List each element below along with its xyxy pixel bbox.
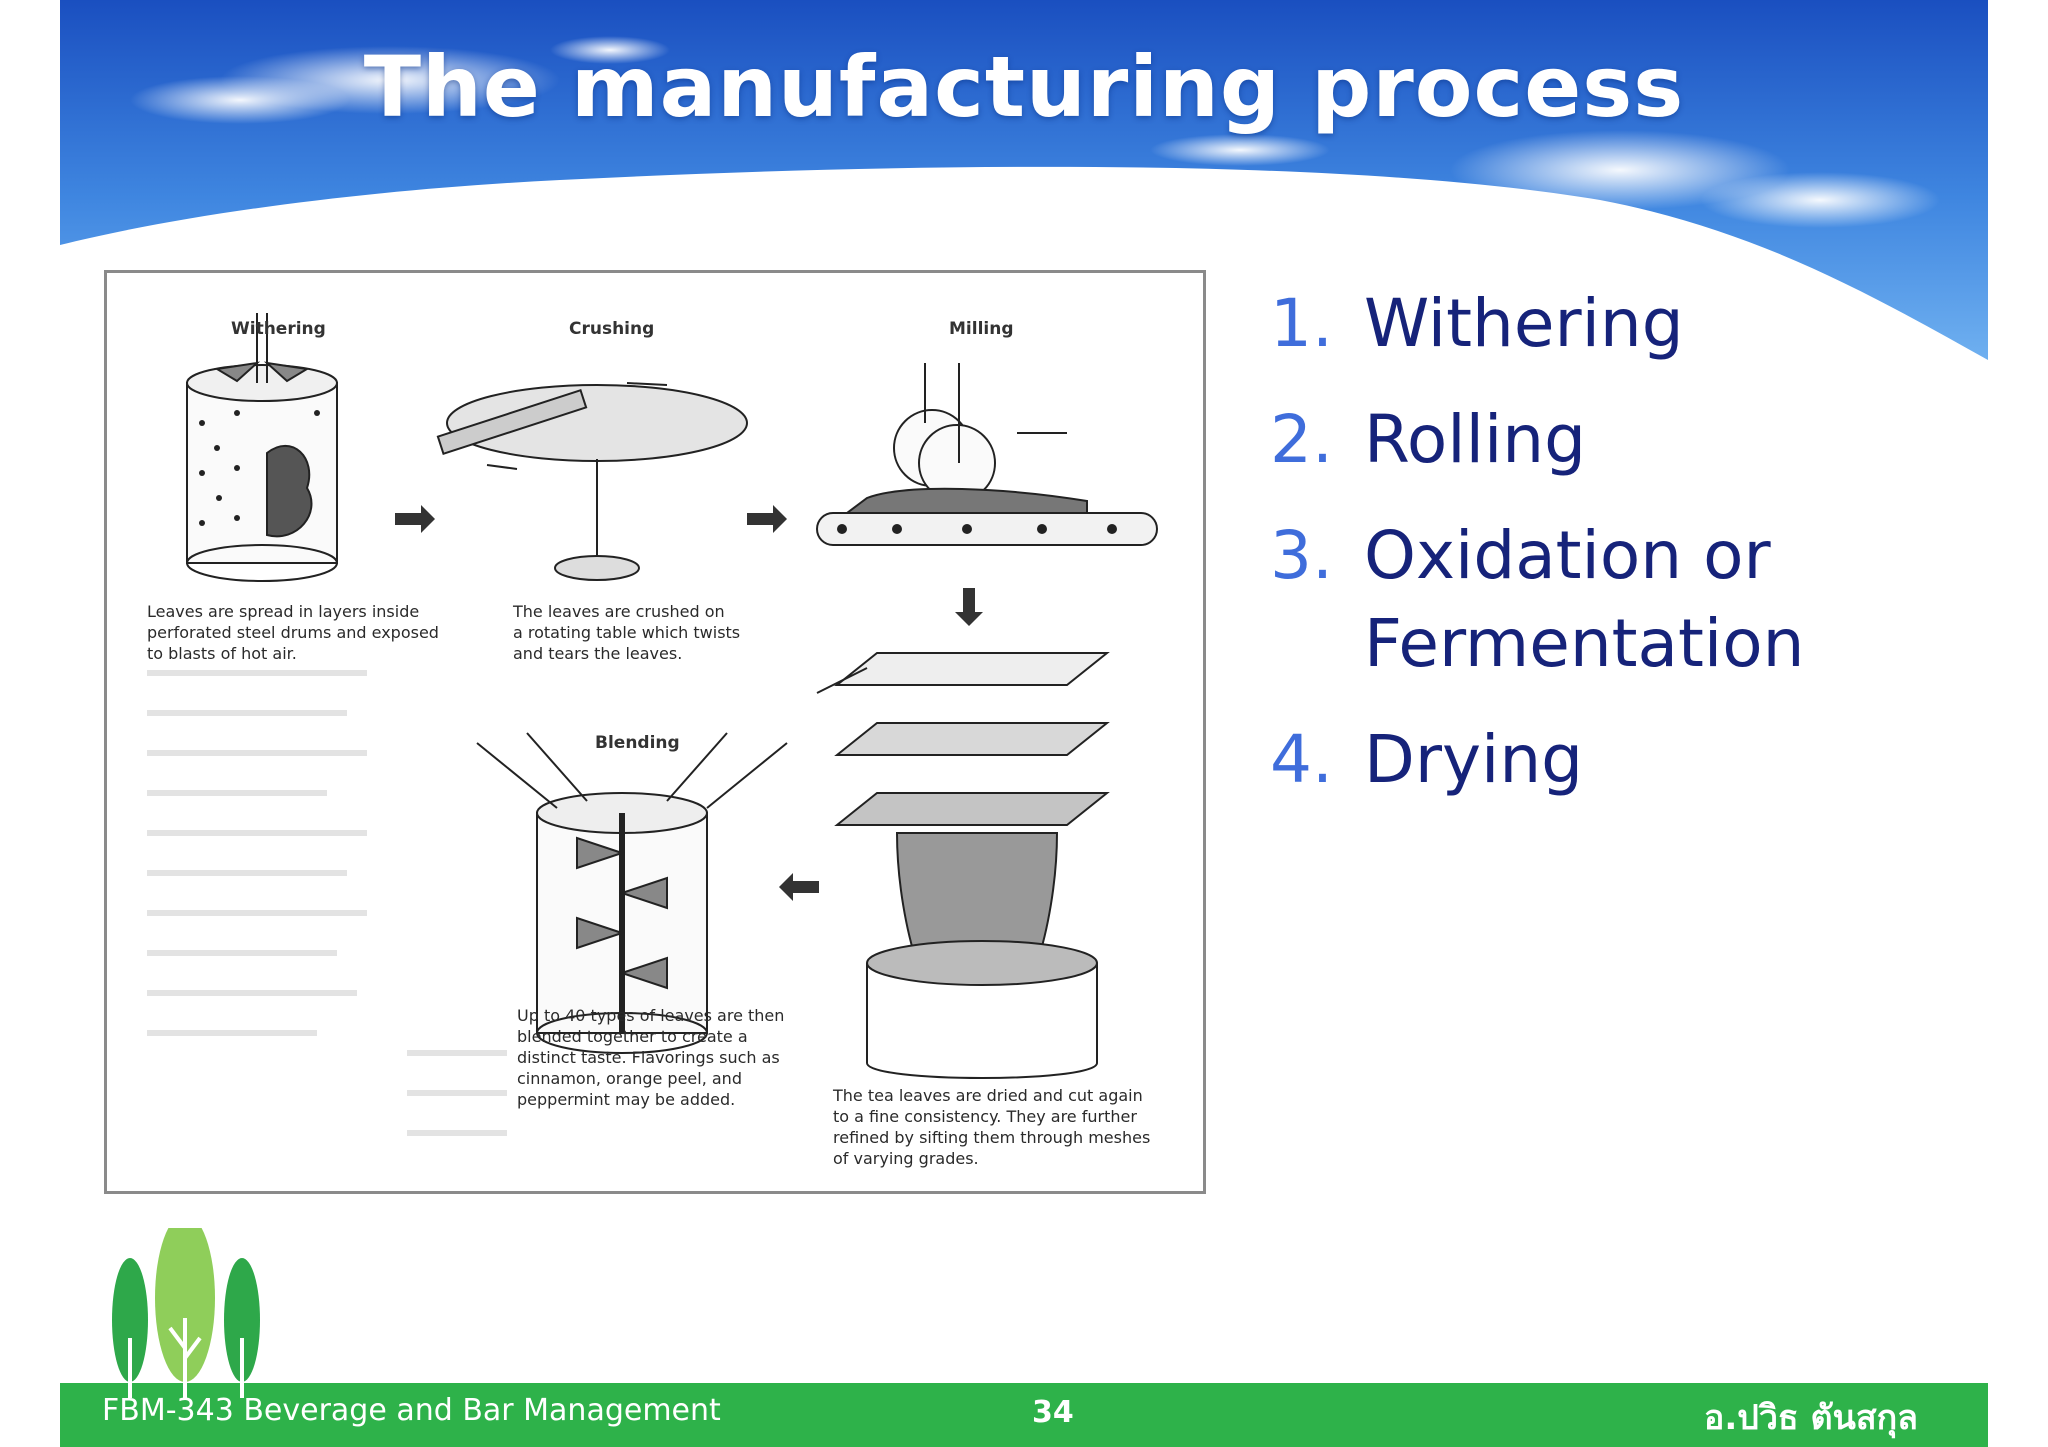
crushing-caption: The leaves are crushed on a rotating tab…: [513, 602, 741, 663]
process-arrows: [395, 505, 983, 901]
process-steps-list: 1. Withering 2. Rolling 3. Oxidation or …: [1270, 280, 1970, 832]
withering-drum-drawing: [186, 313, 338, 582]
blending-label: Blending: [595, 733, 680, 753]
tea-process-figure: Withering Crushing Milling Blending Leav…: [104, 270, 1206, 1194]
step-number: 1.: [1270, 285, 1333, 362]
background-page-texture: [147, 670, 507, 1136]
sifting-trays-drawing: [816, 652, 1110, 1079]
crushing-table-drawing: [436, 382, 748, 581]
withering-label: Withering: [231, 319, 326, 339]
step-oxidation: 3. Oxidation or Fermentation: [1270, 512, 1970, 688]
step-drying: 4. Drying: [1270, 716, 1970, 804]
drying-caption: The tea leaves are dried and cut again t…: [833, 1086, 1151, 1168]
page-number: 34: [1032, 1395, 1074, 1430]
footer-course-name: FBM-343 Beverage and Bar Management: [102, 1393, 721, 1428]
step-label: Drying: [1364, 721, 1584, 798]
tea-process-illustration: [147, 313, 1158, 1136]
milling-conveyor-drawing: [816, 363, 1158, 546]
step-label: Withering: [1364, 285, 1684, 362]
step-number: 4.: [1270, 721, 1333, 798]
header-sky-banner: [60, 0, 1988, 360]
step-rolling: 2. Rolling: [1270, 396, 1970, 484]
slide-title: The manufacturing process: [363, 38, 1685, 136]
footer-author: อ.ปวิธ ตันสกุล: [1703, 1398, 1918, 1438]
footer-bar: [60, 1383, 1988, 1447]
milling-label: Milling: [949, 319, 1014, 339]
step-withering: 1. Withering: [1270, 280, 1970, 368]
blending-caption: Up to 40 types of leaves are then blende…: [517, 1006, 785, 1109]
withering-caption: Leaves are spread in layers inside perfo…: [147, 602, 439, 663]
step-label: Oxidation or Fermentation: [1364, 517, 1805, 682]
crushing-label: Crushing: [569, 319, 655, 339]
step-number: 3.: [1270, 517, 1333, 594]
step-number: 2.: [1270, 401, 1333, 478]
step-label: Rolling: [1364, 401, 1587, 478]
slide: The manufacturing process: [60, 0, 1988, 1447]
blending-vessel-drawing: [476, 732, 788, 1054]
trees-logo: [112, 1228, 260, 1398]
